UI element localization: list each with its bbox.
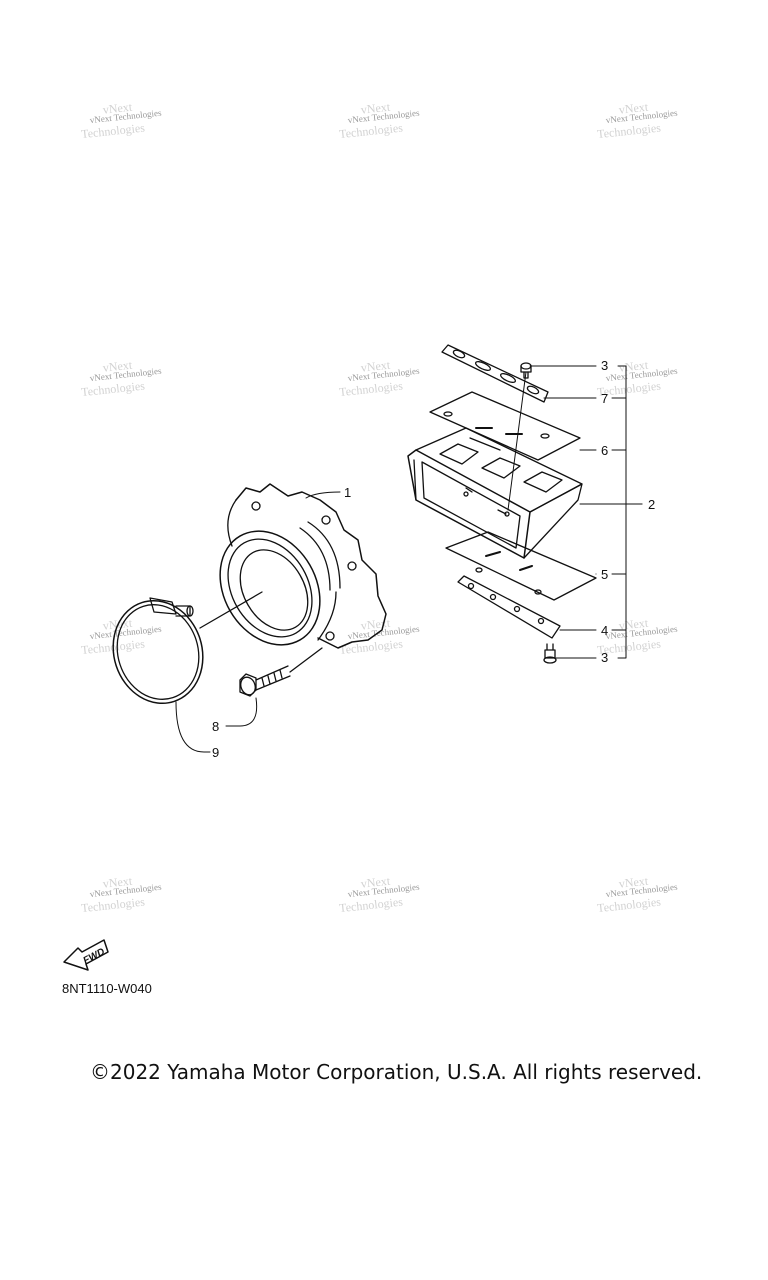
fwd-arrow-icon: FWD (63, 939, 109, 971)
callout-6: 6 (601, 443, 608, 458)
svg-text:vNext: vNext (102, 358, 133, 375)
reed-valve-top (429, 391, 581, 461)
svg-text:vNext: vNext (360, 100, 391, 117)
svg-text:Technologies: Technologies (597, 636, 662, 657)
diagram-code: 8NT1110-W040 (62, 981, 152, 996)
svg-text:vNext: vNext (618, 100, 649, 117)
svg-text:Technologies: Technologies (81, 120, 146, 141)
watermark: vNext Technologies vNext Technologies (81, 358, 163, 399)
callout-2: 2 (648, 497, 655, 512)
callout-7: 7 (601, 391, 608, 406)
svg-text:Technologies: Technologies (81, 894, 146, 915)
callout-3: 3 (601, 650, 608, 665)
svg-text:vNext: vNext (360, 358, 391, 375)
copyright-notice: ©2022 Yamaha Motor Corporation, U.S.A. A… (90, 1060, 703, 1084)
callout-9: 9 (212, 745, 219, 760)
reed-valve-body (407, 371, 583, 559)
callout-4: 4 (601, 623, 608, 638)
callout-1: 1 (344, 485, 351, 500)
reed-stopper-plate (441, 344, 549, 403)
intake-manifold (199, 483, 387, 649)
watermark: vNext Technologies vNext Technologies (81, 100, 163, 141)
svg-text:Technologies: Technologies (339, 120, 404, 141)
watermark: vNext Technologies vNext Technologies (81, 874, 163, 915)
hose-clamp (112, 597, 204, 705)
svg-text:vNext: vNext (102, 100, 133, 117)
watermark: vNext Technologies vNext Technologies (339, 100, 421, 141)
watermark: vNext Technologies vNext Technologies (339, 874, 421, 915)
watermark: vNext Technologies vNext Technologies (597, 874, 679, 915)
svg-text:vNext: vNext (102, 874, 133, 891)
callout-3: 3 (601, 358, 608, 373)
svg-text:Technologies: Technologies (597, 894, 662, 915)
svg-text:Technologies: Technologies (81, 378, 146, 399)
watermark: vNext Technologies vNext Technologies (339, 358, 421, 399)
svg-text:Technologies: Technologies (597, 120, 662, 141)
callout-8: 8 (212, 719, 219, 734)
watermark: vNext Technologies vNext Technologies (597, 100, 679, 141)
leader-lines (175, 365, 643, 753)
reed-valve-bottom (445, 531, 597, 601)
svg-text:vNext: vNext (618, 874, 649, 891)
svg-text:Technologies: Technologies (597, 378, 662, 399)
svg-text:vNext: vNext (360, 616, 391, 633)
flange-bolt (239, 647, 323, 697)
callout-5: 5 (601, 567, 608, 582)
svg-text:Technologies: Technologies (339, 378, 404, 399)
callouts: 1 2 3 3 4 5 6 7 8 9 (212, 358, 655, 760)
watermark: vNext Technologies vNext Technologies (339, 616, 421, 657)
screw-bottom (543, 643, 557, 664)
reed-stopper-lower (457, 575, 561, 639)
svg-text:vNext: vNext (360, 874, 391, 891)
svg-text:Technologies: Technologies (339, 894, 404, 915)
watermarks: vNext Technologies vNext Technologies vN… (81, 100, 679, 915)
